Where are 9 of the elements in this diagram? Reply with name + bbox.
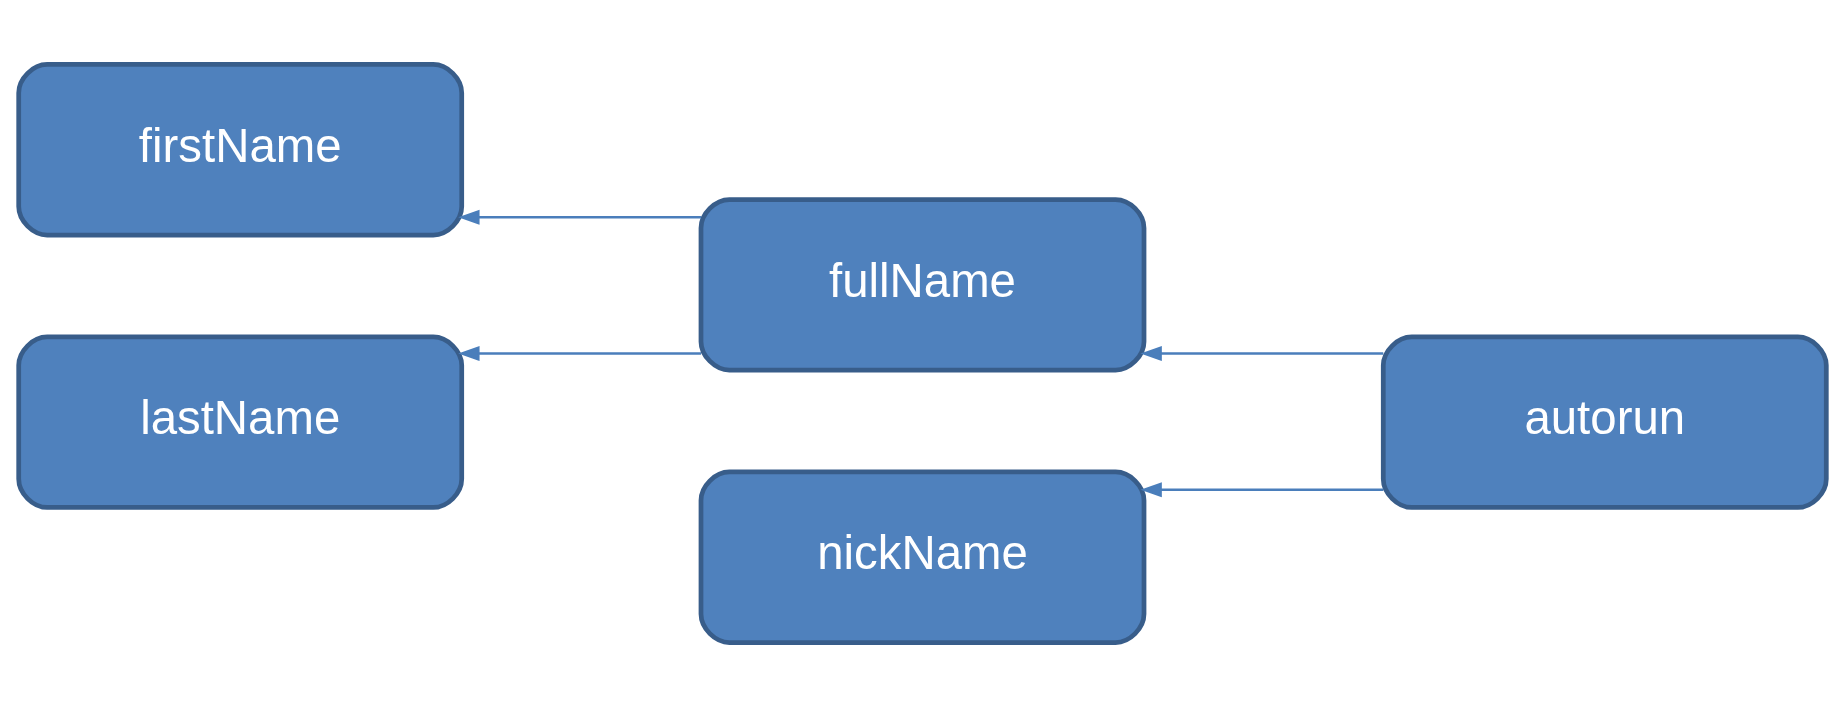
arrow [458, 345, 701, 361]
node-box: lastName [16, 334, 465, 510]
arrow [1140, 481, 1384, 497]
node-box: nickName [698, 469, 1147, 645]
node-box: fullName [698, 196, 1147, 372]
node-box: firstName [16, 61, 465, 237]
arrow [1140, 345, 1384, 361]
arrow [458, 209, 701, 225]
node-box: autorun [1380, 334, 1829, 510]
